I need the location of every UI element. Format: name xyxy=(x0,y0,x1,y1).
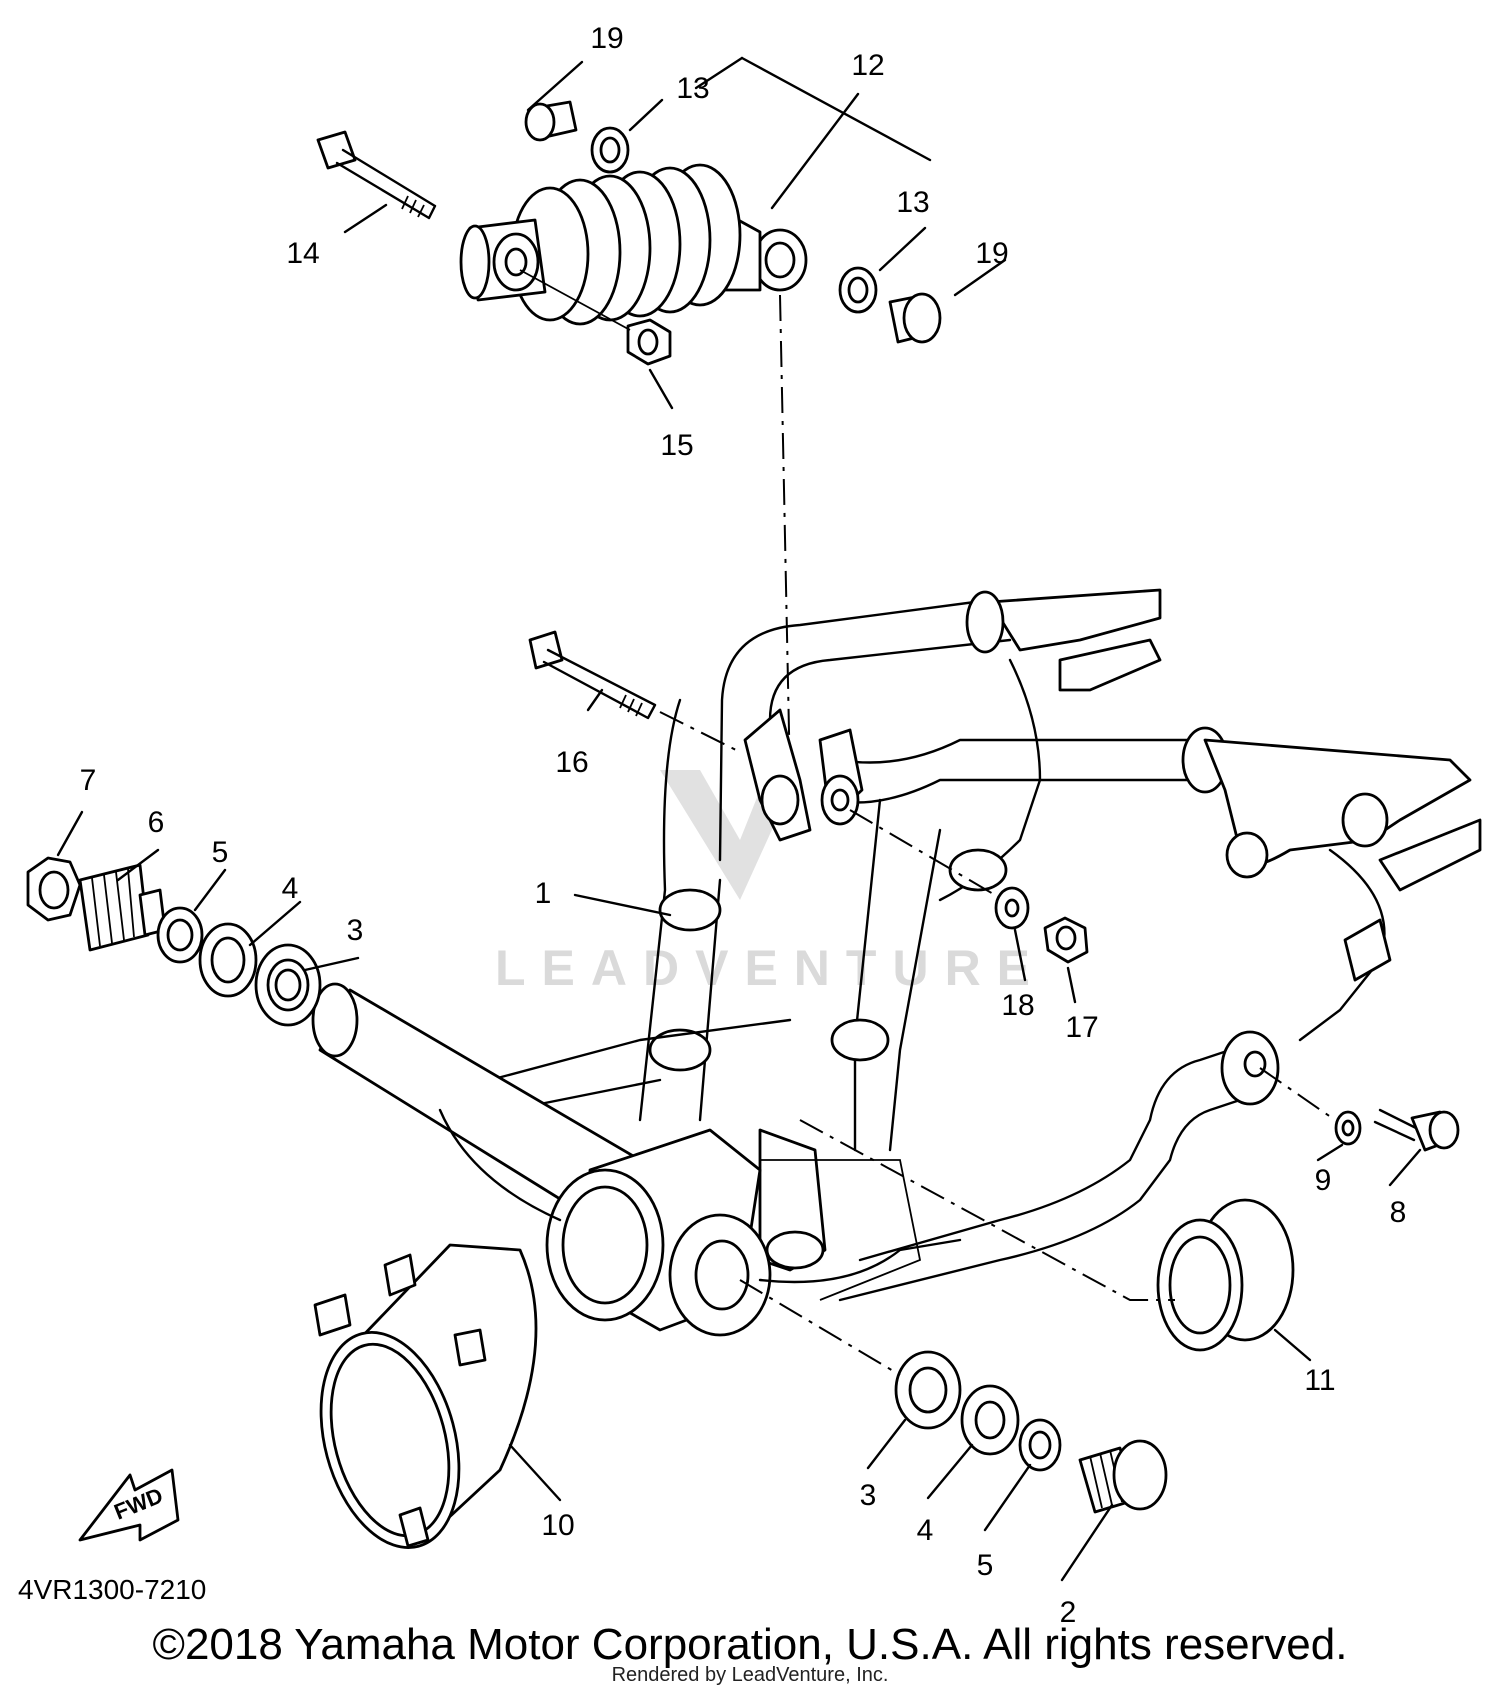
callout-12: 12 xyxy=(851,49,884,82)
pivot-shaft-6 xyxy=(78,863,167,952)
washer-5-left xyxy=(156,906,204,964)
rendered-by-credit: Rendered by LeadVenture, Inc. xyxy=(611,1664,889,1686)
callout-5b: 5 xyxy=(977,1549,994,1582)
bushing-11 xyxy=(1156,1198,1295,1352)
rear-shock-absorber xyxy=(459,163,808,326)
shock-centerline xyxy=(779,294,791,781)
nut-15 xyxy=(519,269,672,366)
bearing-3-right xyxy=(894,1350,962,1430)
washer-13-left xyxy=(590,126,630,174)
callout-15: 15 xyxy=(660,429,693,462)
washer-18 xyxy=(994,886,1030,930)
callout-2: 2 xyxy=(1060,1596,1077,1629)
callout-19a: 19 xyxy=(590,22,623,55)
watermark: LEADVENTURE xyxy=(495,770,1046,996)
callout-7: 7 xyxy=(80,764,97,797)
cover-10 xyxy=(313,1243,538,1549)
bolt-16 xyxy=(528,630,741,753)
oil-seal-4-right xyxy=(960,1384,1020,1456)
callout-4b: 4 xyxy=(917,1514,934,1547)
callout-11: 11 xyxy=(1304,1364,1335,1397)
callout-19b: 19 xyxy=(975,237,1008,270)
washer-13-right xyxy=(838,266,878,314)
nut-17 xyxy=(1043,916,1089,964)
rear-swingarm xyxy=(311,588,1482,1337)
callout-labels: 19 13 12 13 19 14 15 16 1 7 6 5 4 3 18 1… xyxy=(80,22,1407,1629)
callout-9: 9 xyxy=(1315,1164,1332,1197)
oil-seal-4-left xyxy=(198,922,258,998)
collar-19-left xyxy=(524,100,578,142)
callout-8: 8 xyxy=(1390,1196,1407,1229)
bolt-8 xyxy=(1373,1108,1460,1152)
nut-7 xyxy=(26,856,82,922)
collar-19-right xyxy=(888,292,942,344)
watermark-text: LEADVENTURE xyxy=(495,940,1046,996)
copyright-notice: ©2018 Yamaha Motor Corporation, U.S.A. A… xyxy=(152,1620,1348,1669)
callout-5a: 5 xyxy=(212,836,229,869)
callout-17: 17 xyxy=(1065,1011,1098,1044)
callout-13b: 13 xyxy=(896,186,929,219)
callout-13a: 13 xyxy=(676,72,709,105)
callout-14: 14 xyxy=(286,237,319,270)
callout-3b: 3 xyxy=(860,1479,877,1512)
callout-18: 18 xyxy=(1001,989,1034,1022)
callout-16: 16 xyxy=(555,746,588,779)
callout-3a: 3 xyxy=(347,914,364,947)
washer-9 xyxy=(1334,1110,1362,1146)
leader-lines xyxy=(56,56,1422,1582)
callout-10: 10 xyxy=(541,1509,574,1542)
bearing-3-left xyxy=(254,943,322,1027)
callout-1: 1 xyxy=(535,877,552,910)
callout-4a: 4 xyxy=(282,872,299,905)
fwd-arrow-icon: FWD xyxy=(78,1468,180,1542)
pivot-shaft-2 xyxy=(1078,1439,1168,1514)
callout-6: 6 xyxy=(148,806,165,839)
diagram-code: 4VR1300-7210 xyxy=(18,1574,207,1605)
washer-5-right xyxy=(1018,1418,1062,1472)
bolt-14 xyxy=(316,130,437,220)
